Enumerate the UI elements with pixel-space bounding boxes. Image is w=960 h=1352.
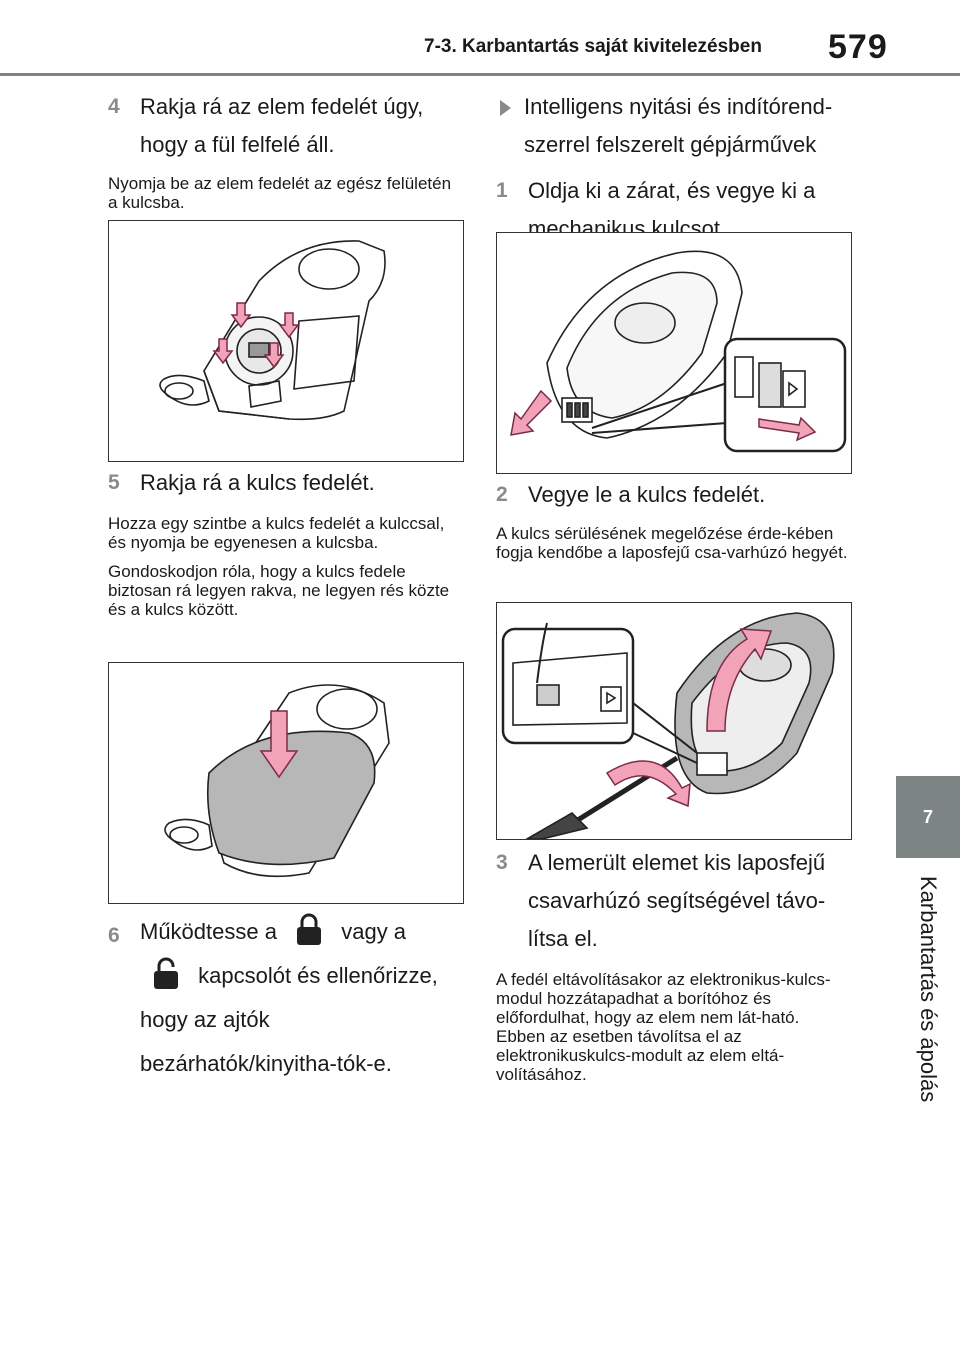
- step-number: 1: [496, 179, 508, 202]
- step-number: 3: [496, 851, 508, 874]
- left-column: 4 Rakja rá az elem fedelét úgy, hogy a f…: [108, 88, 464, 212]
- smart-key-illustration: [510, 250, 847, 453]
- figure-battery-cover: [108, 220, 464, 462]
- step-note: Gondoskodjon róla, hogy a kulcs fedele b…: [108, 562, 450, 619]
- lock-icon: [289, 913, 329, 947]
- step-2: 2 Vegye le a kulcs fedelét.: [496, 476, 852, 514]
- step-text: Működtesse a: [140, 919, 277, 944]
- step-number: 2: [496, 483, 508, 506]
- step-text: kapcsolót és ellenőrizze, hogy az ajtók …: [140, 963, 438, 1076]
- chapter-side-label: Karbantartás és ápolás: [916, 876, 941, 1103]
- triangle-bullet-icon: [500, 100, 511, 116]
- right-column: Intelligens nyitási és indítórend-szerre…: [496, 88, 852, 248]
- remove-cover-illustration: [501, 612, 835, 839]
- figure-key-cover: [108, 662, 464, 904]
- step-3: 3 A lemerült elemet kis laposfejű csavar…: [496, 844, 852, 958]
- header-rule: [0, 73, 960, 76]
- bullet-text: Intelligens nyitási és indítórend-szerre…: [524, 94, 833, 157]
- figure-remove-cover: [496, 602, 852, 840]
- step-4: 4 Rakja rá az elem fedelét úgy, hogy a f…: [108, 88, 464, 164]
- left-column-3: 6 Működtesse a vagy a kapcsolót és ellen…: [108, 910, 464, 1086]
- key-battery-illustration: [159, 240, 386, 421]
- step-note: Nyomja be az elem fedelét az egész felül…: [108, 174, 452, 212]
- step-5: 5 Rakja rá a kulcs fedelét.: [108, 464, 464, 502]
- step-note: A fedél eltávolításakor az elektronikus-…: [496, 970, 831, 1084]
- step-text: Vegye le a kulcs fedelét.: [528, 482, 766, 507]
- right-column-3: 3 A lemerült elemet kis laposfejű csavar…: [496, 844, 852, 1084]
- page-number: 579: [828, 28, 888, 66]
- step-number: 4: [108, 95, 120, 118]
- step-number: 6: [108, 924, 120, 947]
- step-note: A kulcs sérülésének megelőzése érde-kébe…: [496, 524, 848, 562]
- step-note: Hozza egy szintbe a kulcs fedelét a kulc…: [108, 514, 445, 552]
- step-text: Rakja rá a kulcs fedelét.: [140, 470, 375, 495]
- step-text: vagy a: [341, 919, 407, 944]
- figure-mechanical-key: [496, 232, 852, 474]
- step-text: Rakja rá az elem fedelét úgy, hogy a fül…: [140, 94, 424, 157]
- bullet-heading: Intelligens nyitási és indítórend-szerre…: [496, 88, 852, 164]
- unlock-icon: [146, 957, 186, 991]
- chapter-tab: 7: [896, 776, 960, 858]
- step-text: A lemerült elemet kis laposfejű csavarhú…: [528, 850, 826, 951]
- left-column-2: 5 Rakja rá a kulcs fedelét. Hozza egy sz…: [108, 464, 464, 619]
- key-cover-illustration: [164, 684, 390, 878]
- step-number: 5: [108, 471, 120, 494]
- step-6: 6 Működtesse a vagy a kapcsolót és ellen…: [108, 910, 464, 1086]
- right-column-2: 2 Vegye le a kulcs fedelét. A kulcs sérü…: [496, 476, 852, 562]
- section-title: 7-3. Karbantartás saját kivitelezésben: [424, 36, 762, 57]
